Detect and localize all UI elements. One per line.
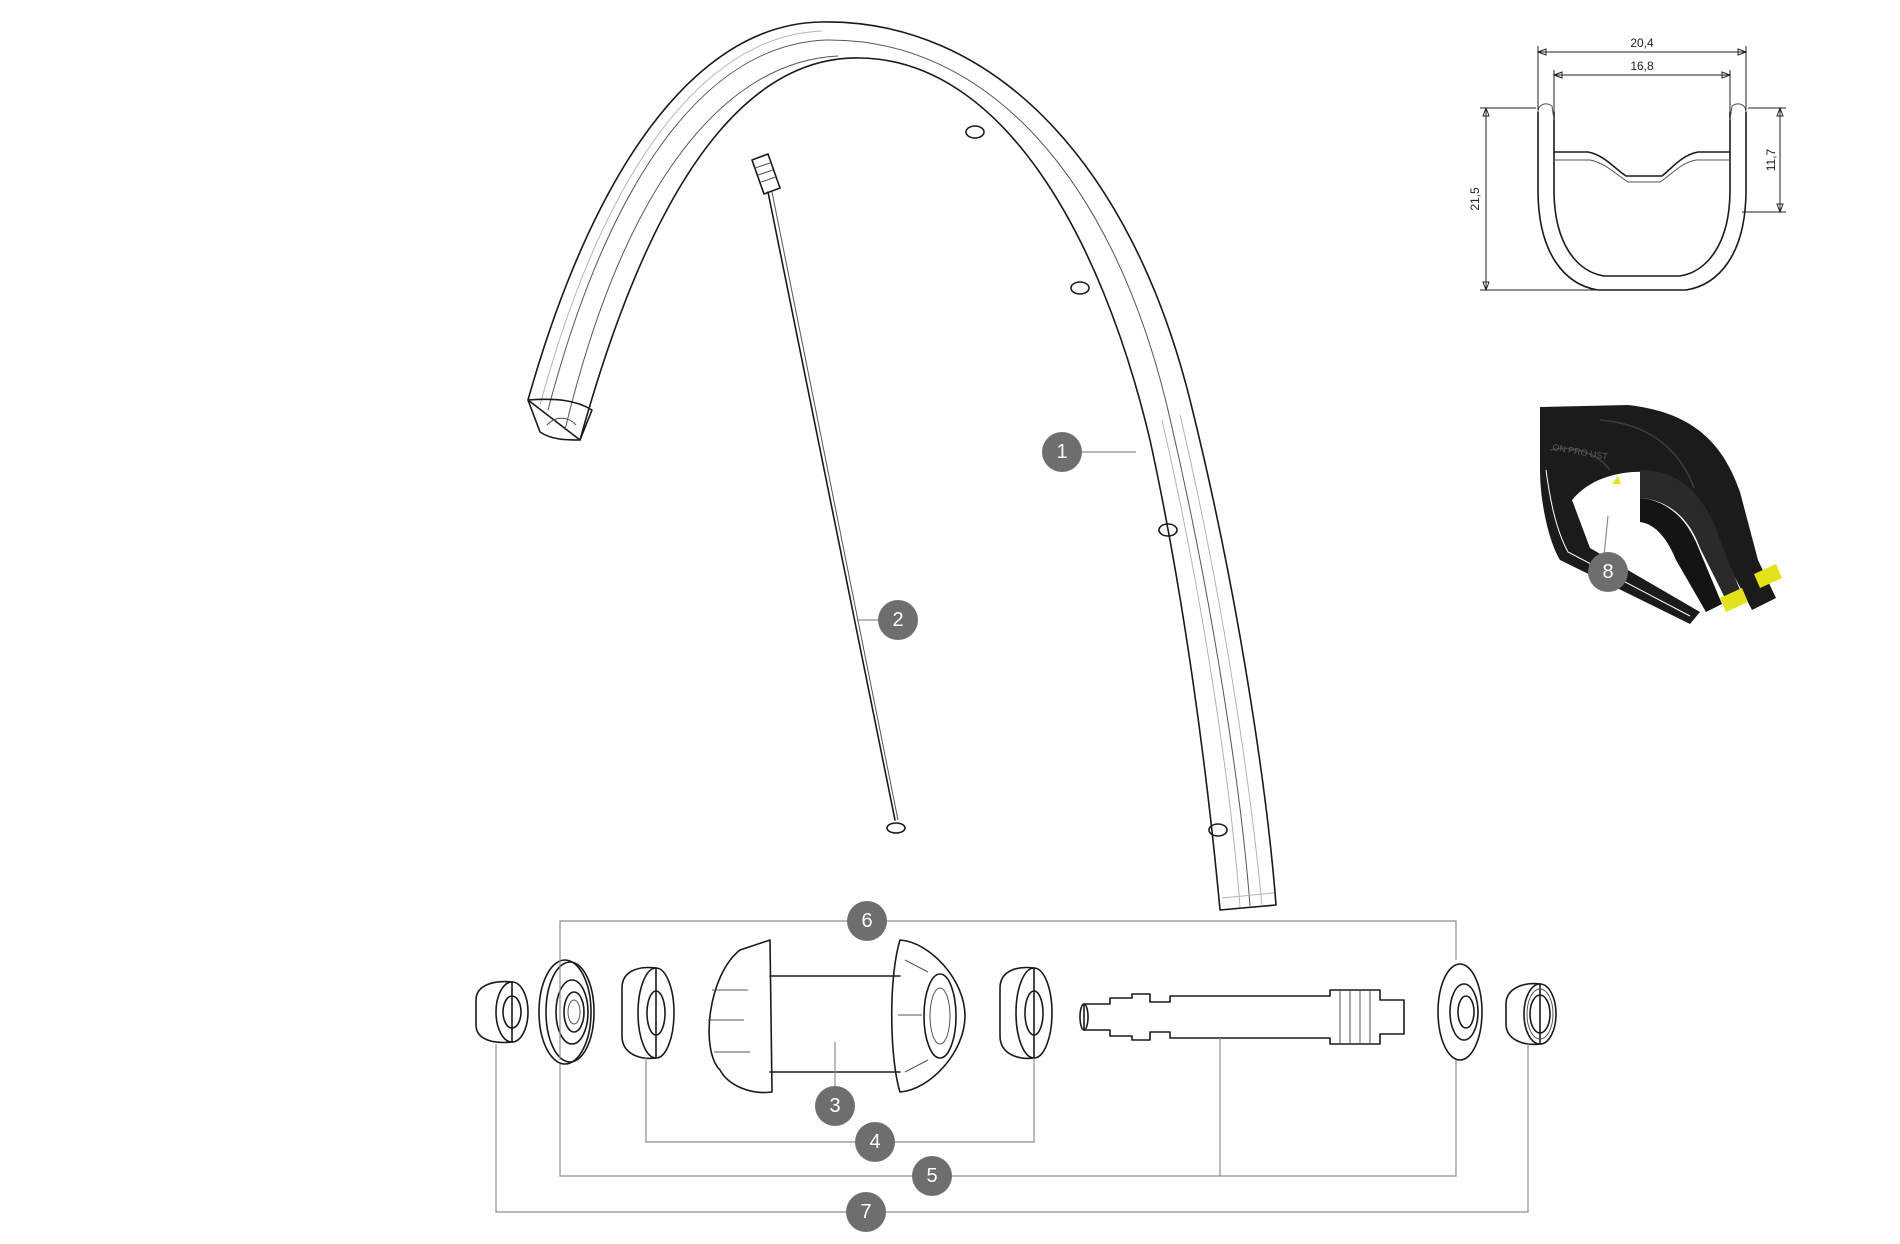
callout-3-label: 3 [829, 1095, 840, 1117]
rim-profile-section: 20,4 16,8 21,5 11,7 [1468, 36, 1786, 292]
axle-drawing [1079, 989, 1405, 1045]
dimension-total-height: 21,5 [1468, 187, 1482, 211]
callout-5: 5 [912, 1156, 952, 1196]
callout-7: 7 [846, 1192, 886, 1232]
dimension-outer-width: 20,4 [1630, 36, 1654, 50]
callout-5-label: 5 [926, 1165, 937, 1187]
callout-6: 6 [847, 901, 887, 941]
tire-drawing: ON PRO UST [1540, 405, 1782, 624]
callout-4-label: 4 [869, 1131, 880, 1153]
rim-drawing [527, 21, 1277, 911]
right-outer-end-cap-drawing [1505, 982, 1557, 1046]
callout-7-label: 7 [860, 1201, 871, 1223]
dimension-hook-height: 11,7 [1764, 148, 1778, 171]
callout-2-label: 2 [892, 609, 903, 631]
callout-8: 8 [1588, 552, 1628, 592]
callout-4: 4 [855, 1122, 895, 1162]
hub-body-drawing [708, 939, 966, 1094]
left-outer-end-cap-drawing [475, 980, 529, 1044]
left-bearing-drawing [621, 966, 675, 1060]
callout-1-label: 1 [1056, 441, 1067, 463]
callout-3: 3 [815, 1086, 855, 1126]
leader-lines [495, 451, 1609, 1213]
callout-6-label: 6 [861, 910, 872, 932]
right-bearing-drawing [999, 966, 1053, 1060]
dimension-inner-width: 16,8 [1630, 59, 1654, 73]
callout-2: 2 [878, 600, 918, 640]
callout-8-label: 8 [1602, 561, 1613, 583]
callout-1: 1 [1042, 432, 1082, 472]
right-end-cap-drawing [1437, 963, 1483, 1061]
left-end-cap-drawing [538, 959, 595, 1065]
spoke-drawing [751, 153, 906, 834]
